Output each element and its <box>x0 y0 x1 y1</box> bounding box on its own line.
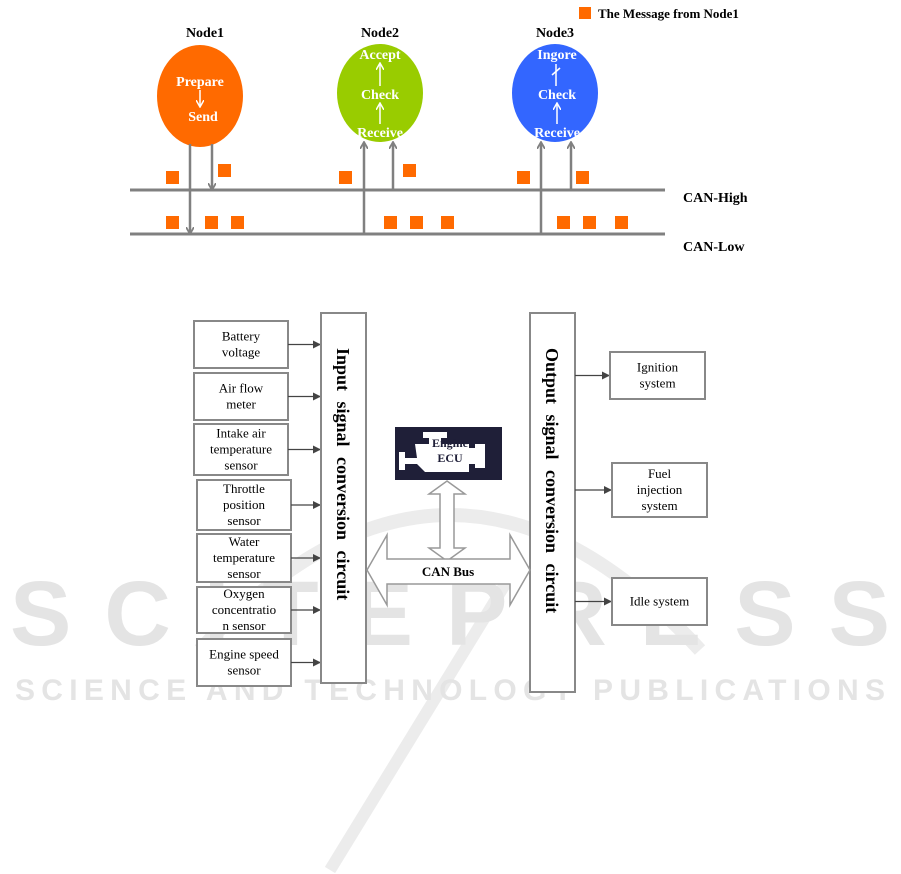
node2-step-receive: Receive <box>357 126 403 141</box>
node3-step-check: Check <box>538 88 576 103</box>
can-low-label: CAN-Low <box>683 240 745 255</box>
can-bus-double-arrow <box>366 532 531 608</box>
node3-step-ignore: Ingore <box>537 48 576 63</box>
sensor-box-frame <box>193 372 289 421</box>
message-packets <box>166 164 628 229</box>
ecu-label-line2: ECU <box>437 451 463 465</box>
sensor-label: Water <box>229 534 260 549</box>
sensor-label: Oxygen <box>223 586 265 601</box>
output-circuit-box <box>529 312 576 693</box>
sensor-label: Engine speed <box>209 647 279 662</box>
can-high-label: CAN-High <box>683 191 748 206</box>
can-bus-label: CAN Bus <box>422 564 474 579</box>
system-label: Fuel <box>648 466 672 481</box>
system-label: system <box>639 376 675 391</box>
sensor-box-frame <box>196 638 292 687</box>
engine-ecu: Engine ECU <box>395 427 502 480</box>
sensor-box-frame <box>196 533 292 583</box>
sensor-label: Air flow <box>219 381 264 396</box>
sensor-label: sensor <box>224 458 258 473</box>
sensor-label: Intake air <box>216 426 266 441</box>
system-label: system <box>641 498 677 513</box>
input-circuit-box <box>320 312 367 684</box>
node2: Accept Check Receive <box>337 44 423 142</box>
sensor-label: voltage <box>222 345 260 360</box>
sensor-label: meter <box>226 397 256 412</box>
sensor-label: concentratio <box>212 602 276 617</box>
system-box-frame <box>611 462 708 518</box>
sensor-label: sensor <box>227 566 261 581</box>
output-system-box: Idle system <box>575 577 708 626</box>
node1-step-prepare: Prepare <box>176 75 224 90</box>
sensor-label: temperature <box>210 442 272 457</box>
node3: Ingore Check Receive <box>512 44 598 142</box>
ecu-label-line1: Engine <box>432 436 469 450</box>
legend-swatch <box>579 7 591 19</box>
watermark-subtitle: SCIENCE AND TECHNOLOGY PUBLICATIONS <box>15 674 885 707</box>
system-box-frame <box>611 577 708 626</box>
output-circuit-label: Output signal conversion circuit <box>542 348 562 613</box>
sensor-label: position <box>223 497 265 512</box>
sensor-label: sensor <box>227 513 261 528</box>
sensor-label: temperature <box>213 550 275 565</box>
engine-icon <box>399 432 485 472</box>
bus-connections <box>190 143 571 234</box>
system-label: injection <box>637 482 683 497</box>
node2-step-check: Check <box>361 88 399 103</box>
system-label: Ignition <box>637 360 679 375</box>
node1-label: Node1 <box>186 26 224 41</box>
node2-label: Node2 <box>361 26 399 41</box>
sensor-box-frame <box>196 586 292 634</box>
node3-label: Node3 <box>536 26 574 41</box>
node1-step-send: Send <box>188 110 218 125</box>
system-box-frame <box>609 351 706 400</box>
sensor-label: Throttle <box>223 481 265 496</box>
block-mark-icon <box>551 67 561 76</box>
sensor-label: Battery <box>222 329 261 344</box>
sensor-label: n sensor <box>223 618 267 633</box>
node1: Prepare Send <box>157 45 243 147</box>
legend-label: The Message from Node1 <box>598 6 739 21</box>
sensor-box-frame <box>193 423 289 476</box>
can-message-diagram: The Message from Node1 Node1 Node2 Node3… <box>130 6 748 255</box>
input-circuit-label: Input signal conversion circuit <box>333 348 353 600</box>
node3-step-receive: Receive <box>534 126 580 141</box>
node2-step-accept: Accept <box>359 48 401 63</box>
sensor-label: sensor <box>227 663 261 678</box>
system-label: Idle system <box>630 594 690 609</box>
